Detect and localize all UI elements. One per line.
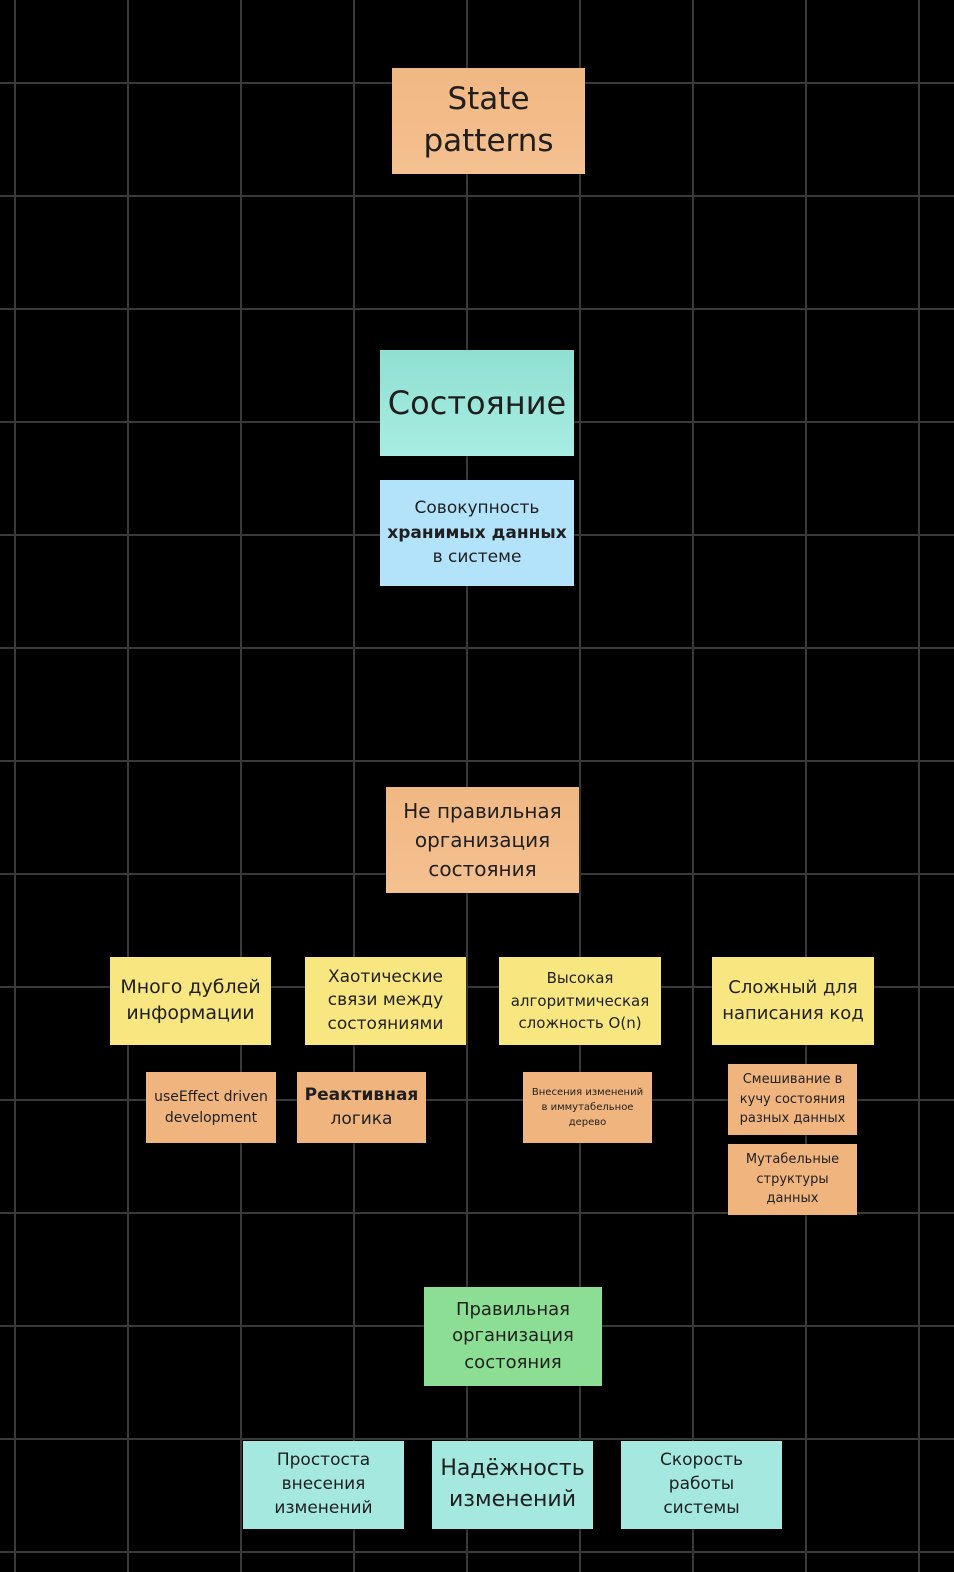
cause-mutable-note[interactable]: Мутабельные структуры данных bbox=[728, 1144, 857, 1215]
title-line-2: patterns bbox=[423, 123, 554, 159]
cause-immutable-note[interactable]: Внесения изменений в иммутабельное дерев… bbox=[523, 1072, 652, 1143]
benefit-speed-note[interactable]: Скорость работы системы bbox=[621, 1441, 782, 1529]
right-organization-title: Правильная организация состояния bbox=[452, 1299, 574, 1373]
benefit-ease-note[interactable]: Простоста внесения изменений bbox=[243, 1441, 404, 1529]
wrong-organization-title: Не правильная организация состояния bbox=[403, 798, 562, 881]
definition-post: в системе bbox=[432, 547, 522, 568]
cause-reactive-rest: логика bbox=[330, 1108, 393, 1129]
state-definition-text: Совокупность хранимых данных в системе bbox=[386, 496, 568, 570]
right-organization-note[interactable]: Правильная организация состояния bbox=[424, 1287, 602, 1386]
problem-duplicates-note[interactable]: Много дублей информации bbox=[110, 957, 271, 1045]
definition-pre: Совокупность bbox=[414, 498, 540, 519]
cause-use-effect-label: useEffect driven development bbox=[154, 1089, 268, 1126]
benefit-speed-label: Скорость работы системы bbox=[660, 1450, 743, 1518]
cause-mutable-label: Мутабельные структуры данных bbox=[745, 1152, 840, 1207]
title-line-1: State bbox=[447, 81, 530, 118]
problem-chaotic-links-label: Хаотические связи между состояниями bbox=[327, 966, 444, 1034]
cause-reactive-bold: Реактивная bbox=[304, 1084, 419, 1105]
state-note[interactable]: Состояние bbox=[380, 350, 574, 456]
title-note[interactable]: State patterns bbox=[392, 68, 585, 174]
problem-duplicates-label: Много дублей информации bbox=[120, 976, 261, 1024]
benefit-ease-label: Простоста внесения изменений bbox=[274, 1450, 373, 1518]
state-title: Состояние bbox=[387, 384, 567, 422]
problem-hard-code-note[interactable]: Сложный для написания код bbox=[712, 957, 874, 1045]
cause-use-effect-note[interactable]: useEffect driven development bbox=[146, 1072, 276, 1143]
cause-mixing-note[interactable]: Смешивание в кучу состояния разных данны… bbox=[728, 1064, 857, 1135]
problem-complexity-note[interactable]: Высокая алгоритмическая сложность O(n) bbox=[499, 957, 661, 1045]
definition-bold: хранимых данных bbox=[387, 522, 567, 543]
benefit-reliability-label: Надёжность изменений bbox=[440, 1456, 585, 1512]
problem-chaotic-links-note[interactable]: Хаотические связи между состояниями bbox=[305, 957, 466, 1045]
problem-hard-code-label: Сложный для написания код bbox=[722, 976, 864, 1024]
wrong-organization-note[interactable]: Не правильная организация состояния bbox=[386, 787, 579, 893]
problem-complexity-label: Высокая алгоритмическая сложность O(n) bbox=[510, 969, 650, 1033]
cause-reactive-note[interactable]: Реактивная логика bbox=[297, 1072, 426, 1143]
cause-mixing-label: Смешивание в кучу состояния разных данны… bbox=[739, 1072, 846, 1127]
state-definition-note[interactable]: Совокупность хранимых данных в системе bbox=[380, 480, 574, 586]
benefit-reliability-note[interactable]: Надёжность изменений bbox=[432, 1441, 593, 1529]
cause-immutable-label: Внесения изменений в иммутабельное дерев… bbox=[531, 1087, 644, 1128]
